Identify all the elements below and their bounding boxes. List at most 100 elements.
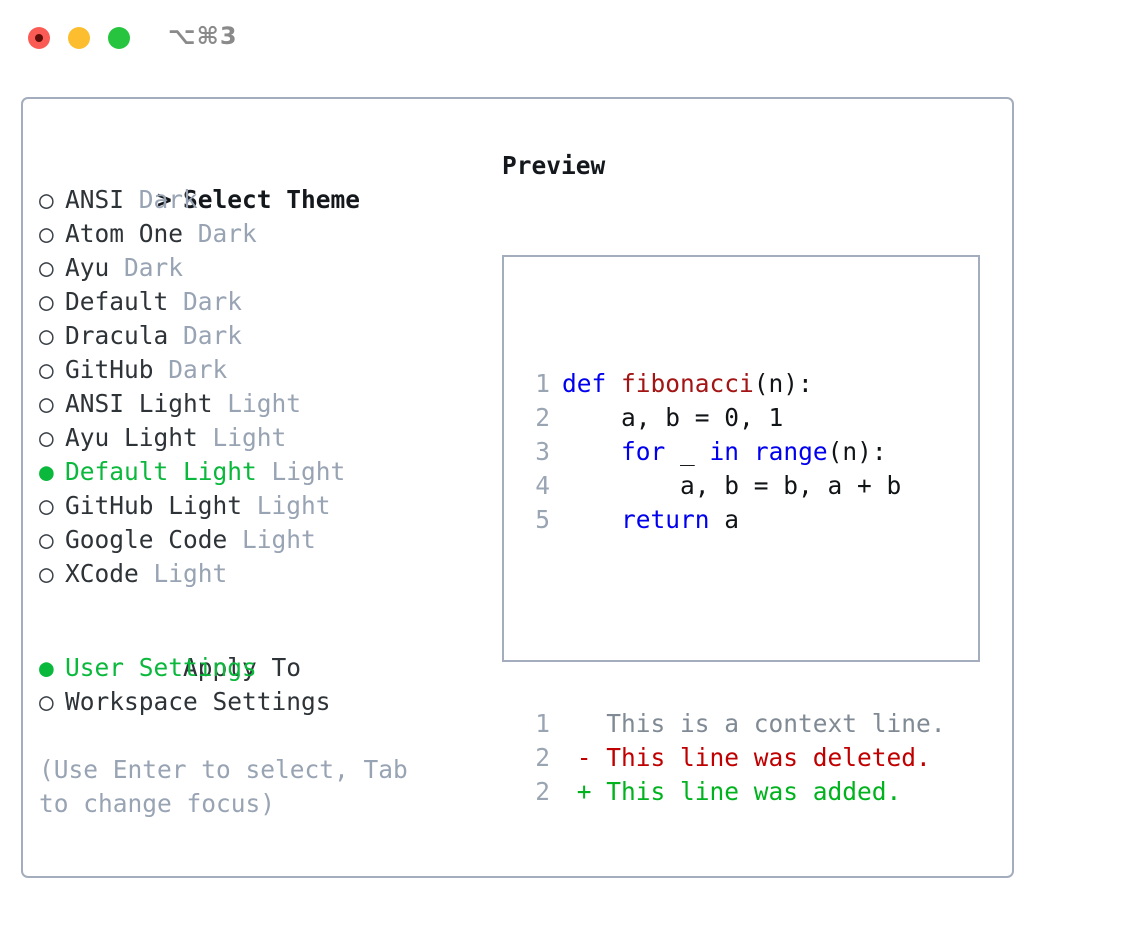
close-window-button[interactable] bbox=[28, 27, 50, 49]
theme-option-github-light[interactable]: ○ GitHub Light Light bbox=[39, 489, 499, 523]
theme-option-xcode[interactable]: ○ XCode Light bbox=[39, 557, 499, 591]
theme-mode-badge: Dark bbox=[183, 321, 243, 350]
apply-to-option-user-settings[interactable]: ● User Settings bbox=[39, 651, 499, 685]
apply-to-option-workspace-settings[interactable]: ○ Workspace Settings bbox=[39, 685, 499, 719]
line-number: 1 bbox=[535, 709, 550, 738]
label-badge-gap bbox=[183, 219, 198, 248]
theme-option-ansi-light[interactable]: ○ ANSI Light Light bbox=[39, 387, 499, 421]
label-badge-gap bbox=[227, 525, 242, 554]
theme-picker-panel: > Select Theme ○ ANSI Dark○ Atom One Dar… bbox=[21, 97, 1014, 878]
line-number: 1 bbox=[535, 369, 550, 398]
radio-unselected-icon: ○ bbox=[39, 321, 69, 350]
label-badge-gap bbox=[154, 355, 169, 384]
label-badge-gap bbox=[213, 389, 228, 418]
keyboard-hint-text: (Use Enter to select, Tab to change focu… bbox=[39, 755, 423, 818]
code-token: (n): bbox=[753, 369, 813, 398]
theme-option-ansi[interactable]: ○ ANSI Dark bbox=[39, 183, 499, 217]
apply-to-list: ● User Settings○ Workspace Settings bbox=[39, 651, 499, 719]
label-badge-gap bbox=[242, 491, 257, 520]
radio-unselected-icon: ○ bbox=[39, 219, 69, 248]
line-number: 3 bbox=[535, 437, 550, 466]
theme-mode-badge: Dark bbox=[183, 287, 243, 316]
radio-selected-icon: ● bbox=[39, 457, 69, 486]
theme-option-label: XCode bbox=[65, 559, 139, 588]
line-number: 2 bbox=[535, 777, 550, 806]
code-diff-spacer bbox=[522, 605, 946, 639]
theme-option-label: Dracula bbox=[65, 321, 169, 350]
code-token: return bbox=[621, 505, 710, 534]
line-number: 5 bbox=[535, 505, 550, 534]
theme-list: ○ ANSI Dark○ Atom One Dark○ Ayu Dark○ De… bbox=[39, 183, 499, 591]
theme-option-atom-one[interactable]: ○ Atom One Dark bbox=[39, 217, 499, 251]
code-token: range bbox=[753, 437, 828, 466]
code-token: in bbox=[709, 437, 740, 466]
theme-option-dracula[interactable]: ○ Dracula Dark bbox=[39, 319, 499, 353]
prompt-caret-icon: > bbox=[157, 185, 187, 214]
title-bar: ⌥⌘3 bbox=[0, 0, 1140, 78]
preview-title: Preview bbox=[502, 151, 606, 180]
label-badge-gap bbox=[139, 559, 154, 588]
label-badge-gap bbox=[109, 253, 124, 282]
page-title: Select Theme bbox=[183, 185, 361, 214]
maximize-window-button[interactable] bbox=[108, 27, 130, 49]
code-row: 4 a, b = b, a + b bbox=[522, 469, 946, 503]
theme-option-label: Default Light bbox=[65, 457, 257, 486]
apply-to-option-label: Workspace Settings bbox=[65, 687, 331, 716]
code-token: for bbox=[621, 437, 666, 466]
theme-mode-badge: Light bbox=[256, 491, 331, 520]
code-row: 2 a, b = 0, 1 bbox=[522, 401, 946, 435]
theme-option-label: Ayu bbox=[65, 253, 110, 282]
theme-option-default[interactable]: ○ Default Dark bbox=[39, 285, 499, 319]
apply-to-option-label: User Settings bbox=[65, 653, 257, 682]
theme-list-column: > Select Theme ○ ANSI Dark○ Atom One Dar… bbox=[39, 149, 499, 821]
diff-row: 2 + This line was added. bbox=[522, 775, 946, 809]
code-token bbox=[562, 437, 621, 466]
theme-mode-badge: Dark bbox=[138, 185, 198, 214]
label-badge-gap bbox=[124, 185, 139, 214]
theme-option-label: Google Code bbox=[65, 525, 228, 554]
minimize-window-button[interactable] bbox=[68, 27, 90, 49]
code-token: a, b = b, a + b bbox=[562, 471, 902, 500]
radio-unselected-icon: ○ bbox=[39, 491, 69, 520]
theme-mode-badge: Light bbox=[271, 457, 346, 486]
label-badge-gap bbox=[198, 423, 213, 452]
theme-option-label: ANSI Light bbox=[65, 389, 213, 418]
theme-option-google-code[interactable]: ○ Google Code Light bbox=[39, 523, 499, 557]
theme-option-ayu-light[interactable]: ○ Ayu Light Light bbox=[39, 421, 499, 455]
radio-unselected-icon: ○ bbox=[39, 559, 69, 588]
label-badge-gap bbox=[168, 287, 183, 316]
code-row: 5 return a bbox=[522, 503, 946, 537]
theme-option-github[interactable]: ○ GitHub Dark bbox=[39, 353, 499, 387]
apply-to-title: Apply To bbox=[183, 653, 302, 682]
line-number: 2 bbox=[535, 403, 550, 432]
diff-sample: 1 This is a context line.2 - This line w… bbox=[522, 707, 946, 809]
theme-mode-badge: Light bbox=[212, 423, 287, 452]
theme-option-ayu[interactable]: ○ Ayu Dark bbox=[39, 251, 499, 285]
radio-unselected-icon: ○ bbox=[39, 687, 69, 716]
code-token: + This line was added. bbox=[562, 777, 902, 806]
theme-mode-badge: Light bbox=[227, 389, 302, 418]
radio-unselected-icon: ○ bbox=[39, 525, 69, 554]
line-number: 2 bbox=[535, 743, 550, 772]
diff-row: 1 This is a context line. bbox=[522, 707, 945, 741]
theme-option-label: Atom One bbox=[65, 219, 184, 248]
code-token bbox=[739, 437, 754, 466]
radio-unselected-icon: ○ bbox=[39, 185, 69, 214]
theme-option-default-light[interactable]: ● Default Light Light bbox=[39, 455, 499, 489]
radio-selected-icon: ● bbox=[39, 653, 69, 682]
radio-unselected-icon: ○ bbox=[39, 253, 69, 282]
radio-unselected-icon: ○ bbox=[39, 355, 69, 384]
radio-unselected-icon: ○ bbox=[39, 287, 69, 316]
theme-option-label: GitHub bbox=[65, 355, 154, 384]
section-spacer bbox=[39, 591, 499, 617]
code-token: (n): bbox=[827, 437, 887, 466]
keyboard-shortcut-label: ⌥⌘3 bbox=[168, 22, 238, 50]
theme-mode-badge: Dark bbox=[124, 253, 184, 282]
code-token: fibonacci bbox=[621, 369, 754, 398]
radio-unselected-icon: ○ bbox=[39, 423, 69, 452]
